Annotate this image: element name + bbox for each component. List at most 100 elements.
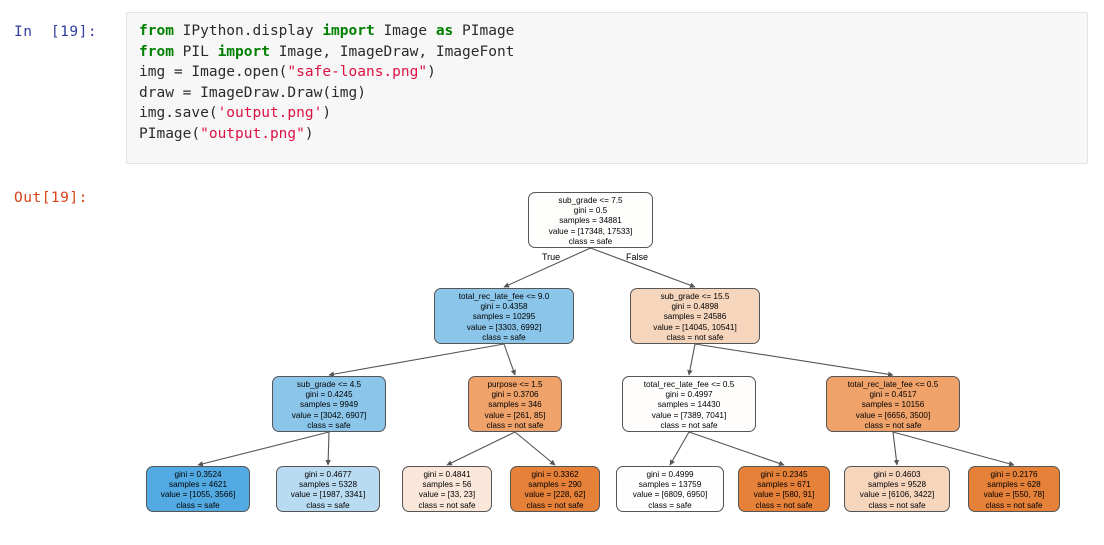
tree-node-line: class = not safe: [526, 500, 584, 510]
tree-node-line: samples = 10295: [472, 312, 536, 322]
tree-node-line: class = safe: [482, 332, 526, 342]
tree-edge-n5-l5: [669, 431, 690, 466]
tree-edge-n0-n1: [503, 247, 591, 288]
tree-edge-n4-l4: [514, 431, 556, 466]
tree-node-line: samples = 9528: [867, 480, 927, 490]
tree-edge-n0-n2: [590, 247, 696, 288]
tree-node-line: value = [3303, 6992]: [466, 322, 542, 332]
code-keyword-import: import: [322, 23, 375, 39]
tree-node-line: gini = 0.4358: [480, 302, 528, 312]
code-keyword-import: import: [217, 43, 270, 60]
tree-node-line: sub_grade <= 15.5: [660, 292, 730, 301]
code-text: Image: [374, 23, 436, 39]
tree-node-line: samples = 9949: [299, 400, 359, 410]
code-line-1: from PIL import Image, ImageDraw, ImageF…: [139, 42, 1077, 63]
tree-edge-n5-l6: [688, 431, 785, 466]
input-prompt-label: In [19]:: [14, 24, 98, 40]
tree-edge-n6-l7: [892, 431, 900, 466]
tree-node-line: gini = 0.2176: [990, 470, 1038, 479]
tree-node-line: total_rec_late_fee <= 0.5: [847, 380, 939, 389]
tree-node-line: gini = 0.5: [573, 206, 608, 216]
code-text: ): [322, 105, 332, 121]
tree-node-line: class = not safe: [666, 332, 724, 342]
code-line-2: img = Image.open("safe-loans.png"): [139, 62, 1077, 83]
tree-node-line: purpose <= 1.5: [487, 380, 543, 389]
tree-node-line: value = [261, 85]: [484, 410, 546, 420]
code-text: draw = ImageDraw.Draw(img): [139, 84, 366, 101]
tree-node-line: value = [6656, 3500]: [855, 410, 931, 420]
tree-node-line: value = [6106, 3422]: [859, 490, 935, 500]
tree-edge-n2-n5: [687, 343, 696, 376]
edge-label-true: True: [542, 252, 561, 262]
tree-node-line: gini = 0.2345: [760, 470, 808, 479]
tree-node-line: samples = 10156: [861, 400, 925, 410]
tree-node-line: samples = 24586: [663, 312, 727, 322]
code-text: PImage: [453, 23, 515, 39]
tree-node-line: samples = 628: [987, 480, 1041, 490]
tree-node-line: class = safe: [568, 236, 613, 246]
tree-node-line: gini = 0.4841: [423, 470, 471, 479]
tree-node-line: samples = 13759: [638, 480, 702, 490]
tree-node-line: sub_grade <= 4.5: [296, 380, 362, 389]
tree-node-line: class = not safe: [868, 500, 926, 510]
tree-node-line: gini = 0.4677: [304, 470, 352, 479]
tree-node-line: samples = 34881: [559, 216, 622, 226]
tree-node-line: value = [550, 78]: [983, 490, 1045, 500]
tree-node-line: samples = 5328: [298, 480, 358, 490]
tree-node-line: samples = 290: [528, 480, 582, 490]
tree-node-line: total_rec_late_fee <= 0.5: [643, 380, 735, 389]
code-text: ): [427, 64, 436, 80]
tree-edge-n2-n6: [694, 343, 894, 377]
tree-node-line: gini = 0.4999: [646, 470, 694, 479]
tree-node-line: gini = 0.4997: [665, 390, 713, 400]
tree-node-line: total_rec_late_fee <= 9.0: [458, 292, 550, 301]
tree-node-line: class = not safe: [755, 500, 813, 510]
code-line-4: img.save('output.png'): [139, 103, 1077, 124]
tree-node-line: class = not safe: [418, 500, 476, 510]
code-string: "safe-loans.png": [287, 64, 428, 80]
code-line-3: draw = ImageDraw.Draw(img): [139, 83, 1077, 104]
tree-node-line: class = safe: [176, 500, 220, 510]
code-text: PImage(: [139, 125, 201, 142]
tree-node-line: samples = 56: [422, 480, 472, 490]
tree-node-line: samples = 4621: [168, 480, 228, 490]
tree-node-line: value = [7389, 7041]: [651, 410, 727, 420]
tree-edge-n6-l8: [892, 431, 1015, 467]
tree-node-line: value = [33, 23]: [418, 490, 476, 500]
code-line-5: PImage("output.png"): [139, 124, 1077, 145]
tree-node-line: value = [6809, 6950]: [632, 490, 708, 500]
code-text: IPython.display: [173, 23, 323, 39]
code-input-cell[interactable]: from IPython.display import Image as PIm…: [126, 12, 1088, 164]
code-string: "output.png": [200, 125, 305, 142]
tree-node-line: gini = 0.4898: [671, 302, 719, 312]
tree-node-line: gini = 0.3706: [491, 390, 539, 400]
code-text: img.save(: [139, 105, 218, 121]
tree-node-line: class = safe: [307, 420, 351, 430]
code-keyword-from: from: [139, 43, 174, 60]
tree-node-line: samples = 14430: [657, 400, 721, 410]
code-text: PIL: [173, 43, 218, 60]
tree-node-line: value = [17348, 17533]: [548, 226, 633, 236]
code-string: 'output.png': [217, 105, 323, 121]
tree-node-line: gini = 0.4517: [869, 390, 917, 400]
tree-edge-n1-n3: [328, 343, 505, 377]
tree-node-line: gini = 0.3362: [531, 470, 579, 479]
tree-node-line: class = not safe: [660, 420, 718, 430]
tree-node-line: gini = 0.4245: [305, 390, 353, 400]
code-keyword-as: as: [435, 23, 454, 39]
tree-edge-n3-l1: [197, 431, 330, 467]
code-text: Image, ImageDraw, ImageFont: [269, 43, 515, 60]
tree-edge-n1-n4: [503, 343, 516, 376]
